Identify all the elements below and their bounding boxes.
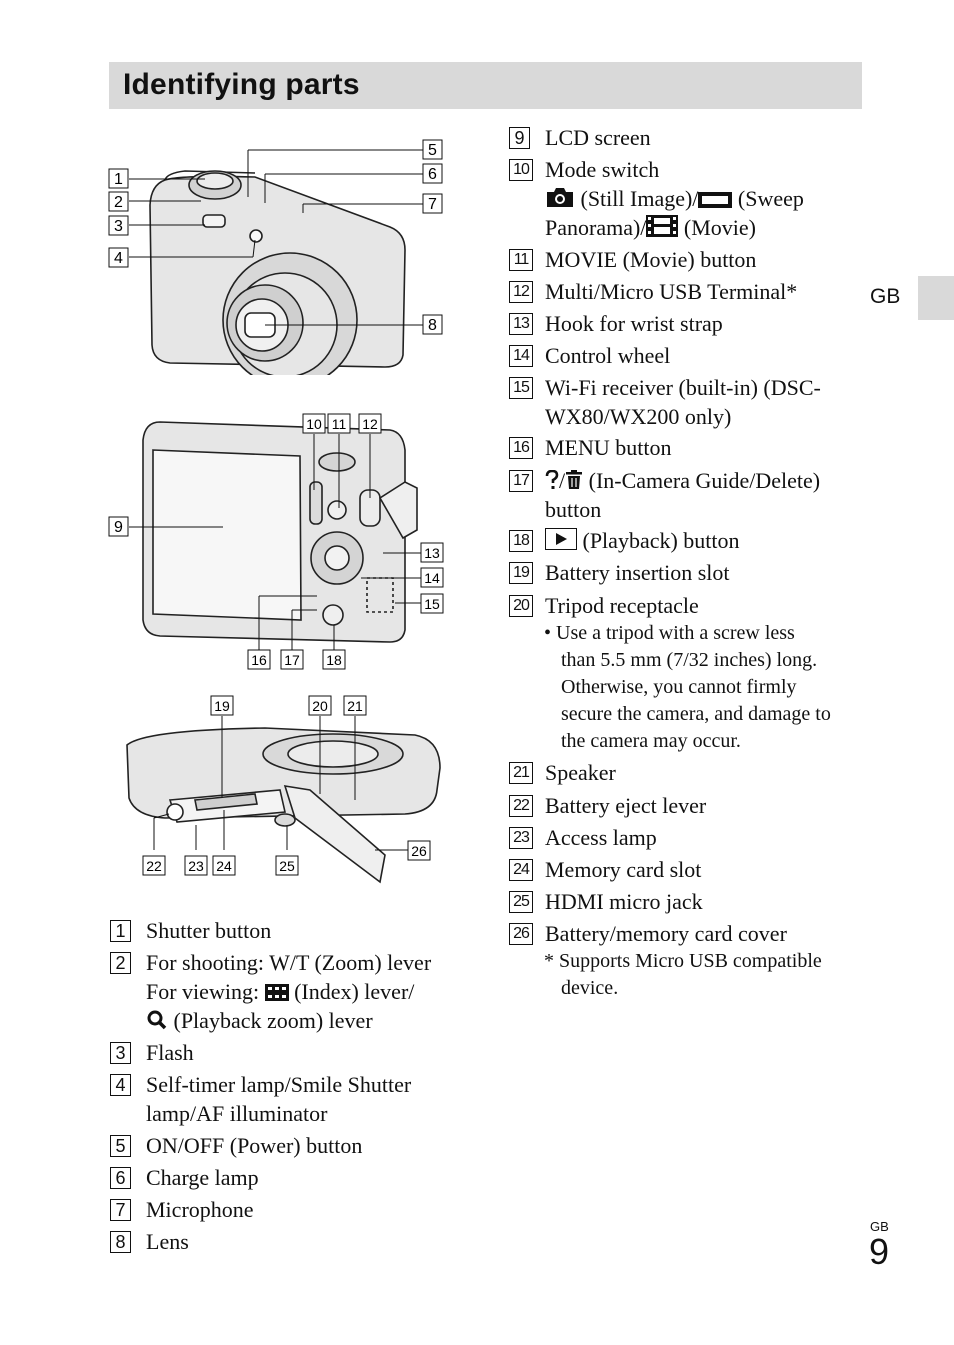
back-callout: 12 xyxy=(362,416,378,432)
back-callout: 9 xyxy=(114,519,123,536)
bottom-callout: 24 xyxy=(216,858,232,874)
page-title: Identifying parts xyxy=(123,68,360,101)
back-callout: 17 xyxy=(284,652,300,668)
front-callout: 4 xyxy=(114,250,123,267)
bottom-callout: 22 xyxy=(146,858,162,874)
question-icon xyxy=(545,470,559,489)
back-callout: 10 xyxy=(306,416,322,432)
item-number: 1 xyxy=(110,920,131,942)
bottom-view-diagram: 19 20 21 22 23 24 25 26 xyxy=(126,695,441,884)
film-icon xyxy=(646,215,679,237)
bottom-callout: 20 xyxy=(312,698,328,714)
side-language-label: GB xyxy=(870,285,901,308)
back-callout: 15 xyxy=(424,596,440,612)
front-callout: 5 xyxy=(428,142,437,159)
bottom-callout: 23 xyxy=(188,858,204,874)
front-callout: 2 xyxy=(114,194,123,211)
front-callout: 8 xyxy=(428,317,437,334)
page-number: 9 xyxy=(869,1231,890,1272)
front-callout: 1 xyxy=(114,171,123,188)
bottom-callout: 25 xyxy=(279,858,295,874)
grid-index-icon xyxy=(264,984,289,1001)
back-callout: 13 xyxy=(424,545,440,561)
front-callout: 6 xyxy=(428,166,437,183)
bottom-callout: 19 xyxy=(214,698,230,714)
back-callout: 16 xyxy=(251,652,267,668)
magnifier-icon xyxy=(147,1010,167,1030)
camera-icon xyxy=(547,188,573,207)
bottom-callout: 26 xyxy=(411,843,427,859)
footer-language-label: GB xyxy=(870,1219,889,1234)
trash-icon xyxy=(566,470,583,489)
back-callout: 11 xyxy=(332,416,347,432)
front-view-diagram: 1 2 3 4 5 6 7 8 xyxy=(108,139,443,375)
side-tab xyxy=(918,276,954,320)
bottom-callout: 21 xyxy=(347,698,363,714)
back-callout: 14 xyxy=(424,570,440,586)
back-view-diagram: 9 10 11 12 13 14 15 16 17 18 xyxy=(108,413,444,670)
back-callout: 18 xyxy=(326,652,342,668)
panorama-icon xyxy=(698,192,733,208)
front-callout: 7 xyxy=(428,196,437,213)
title-bar: Identifying parts xyxy=(109,62,862,109)
play-icon xyxy=(545,528,577,550)
front-callout: 3 xyxy=(114,218,123,235)
